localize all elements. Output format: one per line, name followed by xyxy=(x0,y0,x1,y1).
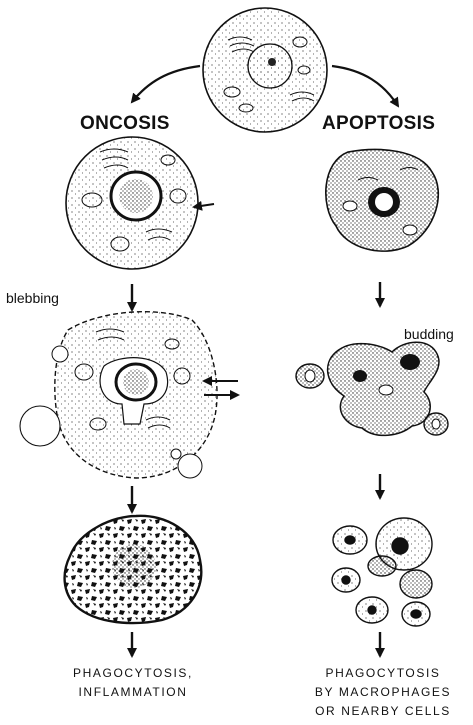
oncosis-outcome-line-2: INFLAMMATION xyxy=(52,683,214,702)
oncosis-outcome: PHAGOCYTOSIS, INFLAMMATION xyxy=(52,664,214,702)
budding-label: budding xyxy=(404,326,454,342)
apoptosis-outcome-line-2: BY MACROPHAGES xyxy=(298,683,468,702)
normal-cell xyxy=(203,8,327,132)
oncosis-heading: ONCOSIS xyxy=(80,113,170,135)
apoptosis-outcome: PHAGOCYTOSIS BY MACROPHAGES OR NEARBY CE… xyxy=(298,664,468,721)
apoptosis-outcome-line-1: PHAGOCYTOSIS xyxy=(298,664,468,683)
arrow-to-oncosis xyxy=(132,66,200,102)
apoptotic-bodies xyxy=(332,518,432,626)
apoptosis-budding-cell xyxy=(296,342,448,435)
apoptosis-outcome-line-3: OR NEARBY CELLS xyxy=(298,702,468,721)
apoptosis-heading: APOPTOSIS xyxy=(322,113,435,135)
arrow-to-apoptosis xyxy=(332,66,398,106)
oncosis-swollen-cell xyxy=(66,137,198,269)
oncosis-outcome-line-1: PHAGOCYTOSIS, xyxy=(52,664,214,683)
oncosis-blebbing-cell xyxy=(20,312,217,478)
apoptosis-shrunken-cell xyxy=(326,149,438,251)
oncosis-necrotic-cell xyxy=(65,516,202,623)
blebbing-label: blebbing xyxy=(6,290,59,306)
